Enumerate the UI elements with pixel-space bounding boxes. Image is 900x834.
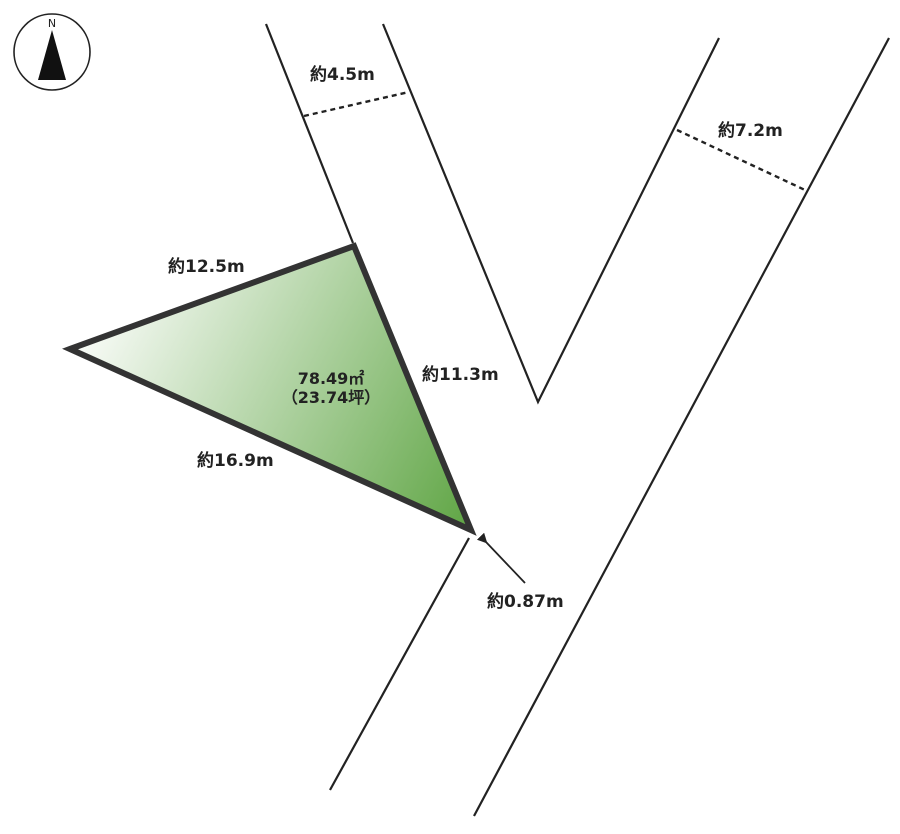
north-arrow-icon: [38, 30, 66, 80]
left-road-width-line: [303, 90, 410, 118]
compass-north-label: N: [48, 17, 56, 30]
road-width-measures: [303, 90, 806, 192]
compass: N: [13, 13, 91, 91]
gap-label: 約0.87m: [487, 591, 564, 612]
lot-area-sqm: 78.49㎡: [298, 369, 365, 388]
lot-edge-right-label: 約11.3m: [422, 364, 499, 385]
lot-parcel: [62, 242, 477, 536]
lot-edge-top-label: 約12.5m: [168, 256, 245, 277]
right-road-width-label: 約7.2m: [718, 120, 783, 141]
right-road-width-line: [676, 128, 806, 192]
right-road-east-edge: [473, 37, 890, 817]
left-road-width-label: 約4.5m: [310, 64, 375, 85]
gap-arrow-icon: [476, 532, 526, 584]
left-road-west-edge: [264, 23, 355, 244]
lower-road-west-edge: [329, 537, 470, 791]
lot-edge-bottom-label: 約16.9m: [197, 450, 274, 471]
roads: [264, 23, 890, 817]
lot-area-tsubo: （23.74坪）: [282, 388, 381, 407]
road-fork-edge: [381, 23, 720, 405]
